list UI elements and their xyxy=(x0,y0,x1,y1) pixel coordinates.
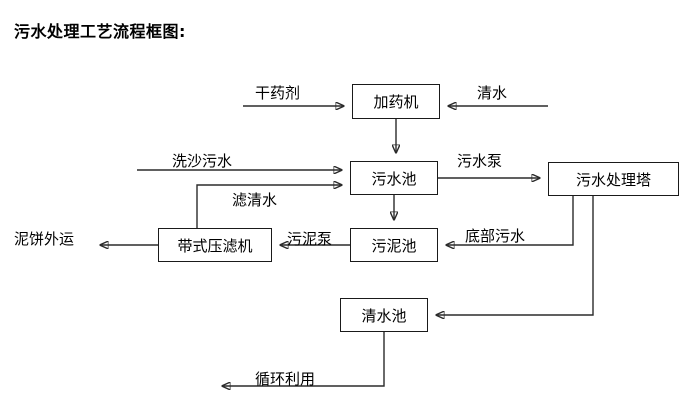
node-sewage-pool[interactable]: 污水池 xyxy=(350,161,438,195)
connector-tower-bottom-sewage-to-sludge-pool xyxy=(446,196,574,245)
connector-tower-to-clean-water-pool xyxy=(436,196,594,315)
edge-label-sand-wash-sewage: 洗沙污水 xyxy=(172,152,233,170)
edge-label-clean-water-input: 清水 xyxy=(477,84,508,102)
edge-label-mud-cake-transport: 泥饼外运 xyxy=(14,230,75,248)
edge-label-filtered-clear-water: 滤清水 xyxy=(232,191,278,209)
connector-belt-press-to-sewage-pool xyxy=(196,185,342,228)
node-clean-water-pool[interactable]: 清水池 xyxy=(340,298,428,332)
edge-label-dry-chemical: 干药剂 xyxy=(255,84,301,102)
node-sludge-pool[interactable]: 污泥池 xyxy=(350,228,438,262)
edge-label-sewage-pump: 污水泵 xyxy=(457,152,503,170)
node-dosing-machine[interactable]: 加药机 xyxy=(352,84,440,119)
connector-clean-water-pool-to-recycling xyxy=(222,332,385,386)
node-belt-filter-press[interactable]: 带式压滤机 xyxy=(158,228,272,262)
edge-label-bottom-sewage: 底部污水 xyxy=(465,227,526,245)
edge-label-recycling-reuse: 循环利用 xyxy=(255,370,316,388)
edge-label-sludge-pump: 污泥泵 xyxy=(287,230,333,248)
node-sewage-treatment-tower[interactable]: 污水处理塔 xyxy=(548,162,679,196)
page-title: 污水处理工艺流程框图: xyxy=(14,22,186,41)
